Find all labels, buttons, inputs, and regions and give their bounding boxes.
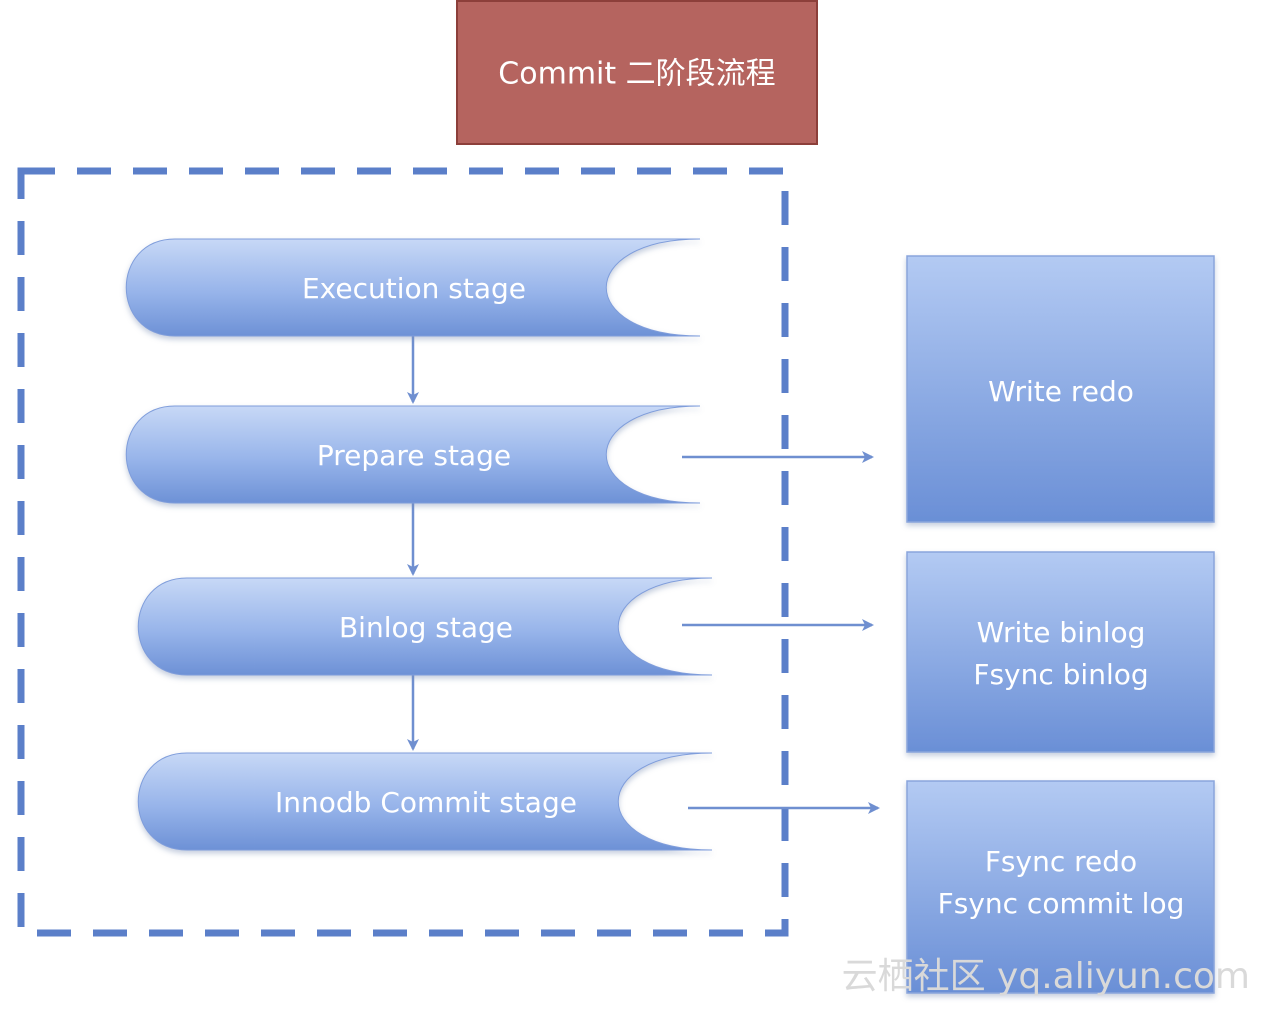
stage-binlog-label: Binlog stage (339, 611, 513, 644)
stage-prepare-label: Prepare stage (317, 439, 511, 472)
action-connectors (682, 451, 880, 814)
watermark: 云栖社区 yq.aliyun.com (842, 956, 1250, 997)
action-binlog-line-1: Write binlog (977, 616, 1146, 649)
action-box-fsync: Fsync redo Fsync commit log (906, 780, 1215, 994)
stage-execution-label: Execution stage (302, 272, 526, 305)
title-box: Commit 二阶段流程 (456, 0, 818, 145)
commit-process-container (17, 167, 789, 937)
action-fsync-line-1: Fsync redo (985, 845, 1137, 878)
stage-innodb-commit: Innodb Commit stage (137, 752, 713, 851)
action-fsync-line-2: Fsync commit log (938, 887, 1185, 920)
title-text: Commit 二阶段流程 (498, 57, 775, 92)
action-binlog-line-2: Fsync binlog (973, 658, 1148, 691)
stage-prepare: Prepare stage (125, 405, 701, 504)
stage-execution: Execution stage (125, 238, 701, 337)
action-box-binlog: Write binlog Fsync binlog (906, 551, 1215, 753)
stage-innodb-commit-label: Innodb Commit stage (275, 786, 577, 819)
stage-binlog: Binlog stage (137, 577, 713, 676)
action-write-redo-line-1: Write redo (988, 375, 1134, 408)
action-box-write-redo: Write redo (906, 255, 1215, 523)
